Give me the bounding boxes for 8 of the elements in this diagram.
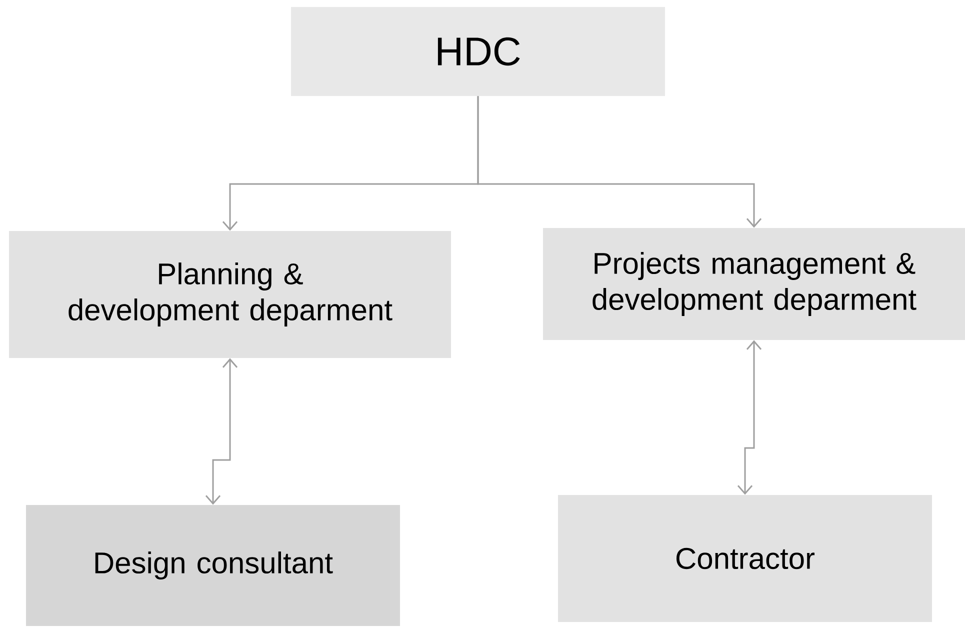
org-box: Contractor (558, 494, 932, 622)
org-box: Projects management & development deparment (543, 228, 965, 340)
org-box: Design consultant (26, 504, 400, 626)
arrow (477, 96, 762, 228)
arrow (737, 340, 762, 495)
org-box: Planning & development deparment (9, 231, 451, 358)
arrow (205, 358, 238, 505)
org-box: HDC (291, 6, 665, 96)
